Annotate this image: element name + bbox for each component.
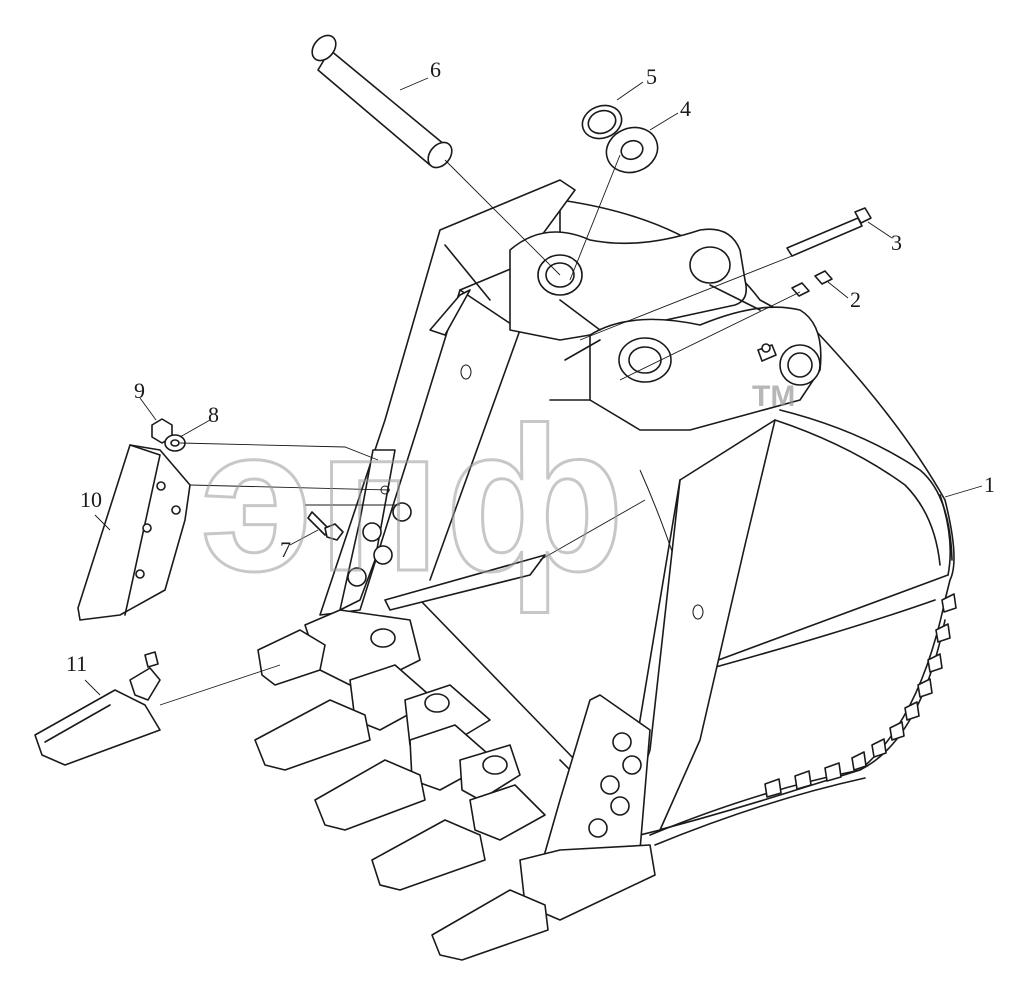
callout-3: 3 bbox=[891, 230, 902, 255]
washer-part-4 bbox=[605, 126, 659, 174]
cutter-bolts-left bbox=[347, 502, 412, 587]
bolt-part-7 bbox=[307, 511, 344, 541]
callout-4: 4 bbox=[680, 96, 691, 121]
tooth-6 bbox=[371, 784, 546, 891]
grease-fitting bbox=[757, 343, 777, 362]
callout-5: 5 bbox=[646, 64, 657, 89]
tooth-2 bbox=[254, 664, 436, 771]
callout-labels: 1 2 3 4 5 6 7 8 9 10 11 bbox=[66, 57, 995, 676]
tooth-row bbox=[254, 609, 656, 961]
bushing-lower-right bbox=[779, 344, 821, 386]
o-ring-part-5 bbox=[581, 104, 623, 140]
bushing-upper-right bbox=[689, 246, 731, 284]
tooth-4 bbox=[314, 724, 496, 831]
bushing-lower-left bbox=[618, 337, 672, 383]
side-rim-teeth bbox=[764, 593, 957, 798]
callout-2: 2 bbox=[850, 287, 861, 312]
side-cutter-part-10 bbox=[77, 444, 191, 621]
tooth-part-11 bbox=[34, 651, 161, 766]
callout-leaders bbox=[84, 77, 983, 696]
callout-10: 10 bbox=[80, 487, 102, 512]
watermark-logo: эпф bbox=[200, 385, 628, 614]
pin-part-6 bbox=[311, 34, 453, 169]
callout-11: 11 bbox=[66, 651, 87, 676]
trademark-symbol: TM bbox=[752, 380, 795, 413]
bucket-body bbox=[419, 199, 957, 861]
cutter-bolts-right bbox=[588, 732, 642, 838]
tooth-7 bbox=[431, 844, 656, 961]
callout-9: 9 bbox=[134, 378, 145, 403]
side-cutter-right bbox=[539, 694, 651, 871]
hinge-bracket bbox=[509, 228, 822, 431]
nuts-part-2 bbox=[791, 270, 833, 297]
callout-7: 7 bbox=[280, 537, 291, 562]
assembly-lines bbox=[159, 154, 801, 706]
bolt-part-3 bbox=[786, 207, 872, 257]
watermark: эпф TM bbox=[199, 380, 796, 616]
callout-8: 8 bbox=[208, 402, 219, 427]
tooth-5 bbox=[459, 744, 521, 801]
callout-1: 1 bbox=[984, 472, 995, 497]
callout-6: 6 bbox=[430, 57, 441, 82]
